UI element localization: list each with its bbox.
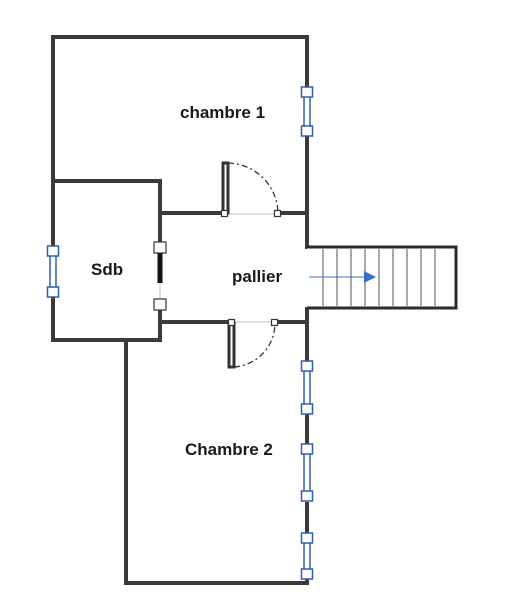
staircase-icon bbox=[303, 245, 458, 310]
room-label-pallier: pallier bbox=[232, 267, 283, 286]
window-icon bbox=[300, 532, 314, 580]
window-icon bbox=[300, 360, 314, 415]
sliding-door-icon bbox=[153, 241, 167, 311]
door-icon bbox=[220, 161, 282, 218]
wall-chambre-2 bbox=[124, 338, 309, 585]
door-icon bbox=[227, 318, 279, 369]
room-label-chambre-2: Chambre 2 bbox=[185, 440, 273, 459]
walls bbox=[51, 35, 309, 585]
window-icon bbox=[46, 245, 60, 298]
window-icon bbox=[300, 443, 314, 502]
room-label-chambre-1: chambre 1 bbox=[180, 103, 266, 122]
window-icon bbox=[300, 86, 314, 137]
room-label-sdb: Sdb bbox=[91, 260, 124, 279]
wall-chambre-1 bbox=[51, 35, 309, 585]
